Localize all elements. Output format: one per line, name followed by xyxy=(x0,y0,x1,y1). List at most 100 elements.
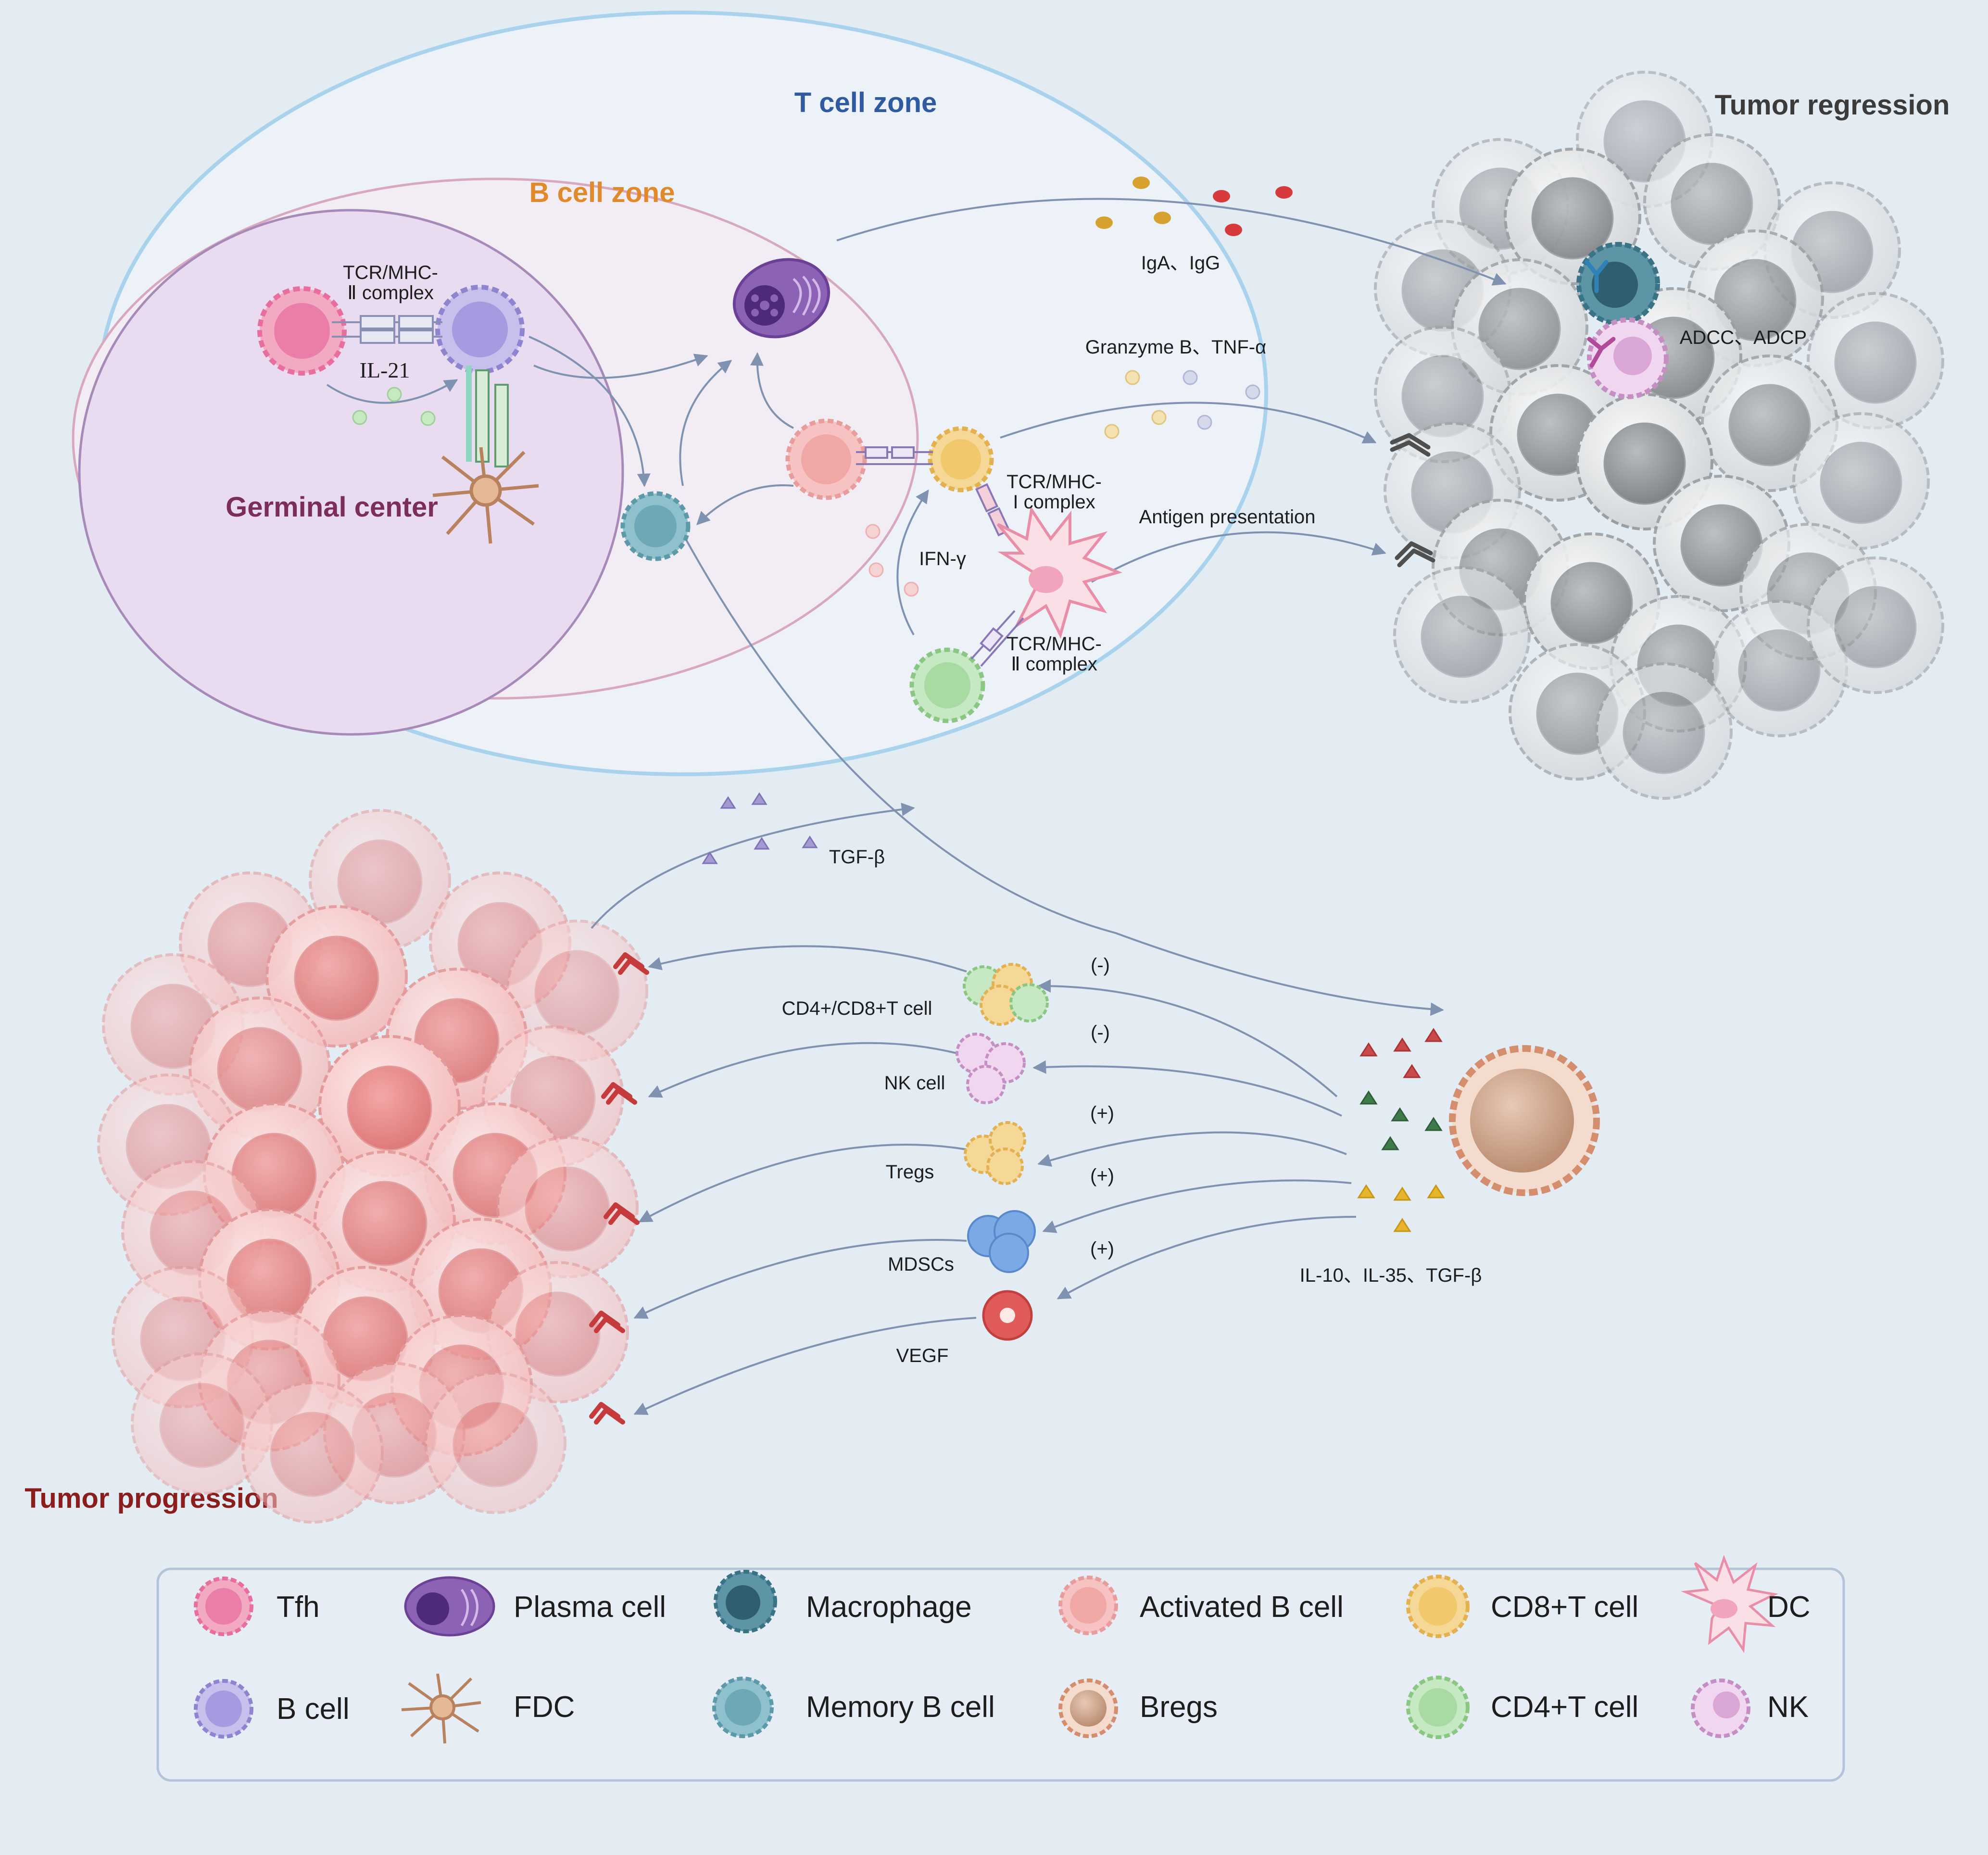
legend-icon-plasma xyxy=(404,1576,495,1637)
label-vegf: VEGF xyxy=(896,1345,949,1366)
cd8-t-cell xyxy=(928,426,994,492)
mdscs-cluster xyxy=(967,1210,1036,1273)
arrow-memory-to-plasma xyxy=(679,360,732,486)
legend-icon-cd8 xyxy=(1406,1575,1470,1638)
tfh-cell xyxy=(257,286,347,376)
cd4-t-cell xyxy=(909,647,985,723)
antibody-icons-progression xyxy=(589,952,649,1425)
progression-tumor-cell xyxy=(424,1372,566,1514)
label-tcr-mhc-ii-top-1: TCR/MHC- xyxy=(343,262,438,283)
label-nk-cell: NK cell xyxy=(884,1073,945,1094)
breg-cell xyxy=(1449,1045,1600,1196)
legend-icon-dc xyxy=(1681,1554,1778,1653)
macrophage-at-tumor xyxy=(1576,242,1660,326)
tumor-regression-cluster xyxy=(1374,71,1944,800)
legend-icon-bregs xyxy=(1058,1678,1118,1738)
legend-label-cd4: CD4+T cell xyxy=(1491,1691,1638,1724)
label-granzyme: Granzyme B、TNF-α xyxy=(1085,337,1266,358)
pathway-arrows xyxy=(326,198,1507,1415)
arrow-tumor-tgf xyxy=(591,803,915,929)
dc-cell xyxy=(996,506,1122,639)
label-il-cytokines: IL-10、IL-35、TGF-β xyxy=(1300,1265,1482,1286)
legend-label-tfh: Tfh xyxy=(277,1590,320,1624)
legend-label-nk: NK xyxy=(1767,1691,1809,1724)
legend-icon-b-cell xyxy=(194,1679,253,1739)
arrow-activated-to-memory xyxy=(696,484,794,525)
arrow-cd4-to-cd8 xyxy=(896,489,929,635)
arrow-breg-to-mdscs xyxy=(1042,1179,1352,1233)
tumor-progression-cluster xyxy=(97,809,648,1524)
regression-tumor-cell xyxy=(1643,133,1781,271)
label-cd4-cd8: CD4+/CD8+T cell xyxy=(782,998,932,1019)
legend-label-bregs: Bregs xyxy=(1140,1691,1218,1724)
germinal-center-title: Germinal center xyxy=(226,492,438,523)
tcr-mhc-ii-complex-bottom xyxy=(970,610,1024,667)
label-iga-igg: IgA、IgG xyxy=(1141,252,1220,274)
arrow-cd4cd8-to-tumor xyxy=(648,945,967,972)
tumor-regression-title: Tumor regression xyxy=(1715,89,1950,121)
ifn-gamma-dots xyxy=(865,524,919,597)
regression-tumor-cell xyxy=(1807,292,1944,429)
legend-icon-cd4 xyxy=(1406,1676,1470,1739)
breg-cytokines xyxy=(1357,1028,1445,1232)
label-sign-2: (-) xyxy=(1091,1022,1110,1043)
arrow-bcell-to-memory xyxy=(528,336,651,487)
arrow-breg-to-vegf xyxy=(1057,1216,1357,1300)
antibody-icons-regression xyxy=(1390,260,1616,568)
label-ifn: IFN-γ xyxy=(919,548,966,569)
diagram-labels: TCR/MHC- Ⅱ complex IL-21 IgA、IgG Granzym… xyxy=(343,252,1807,1366)
granzyme-dots xyxy=(1104,370,1260,439)
arrow-tfh-to-bcell xyxy=(326,379,458,404)
legend-label-b-cell: B cell xyxy=(277,1692,350,1726)
label-sign-3: (+) xyxy=(1090,1103,1114,1124)
progression-tumor-cell xyxy=(241,1381,384,1524)
label-sign-5: (+) xyxy=(1090,1238,1114,1260)
regression-tumor-cell xyxy=(1792,412,1930,550)
legend-label-plasma: Plasma cell xyxy=(514,1590,666,1624)
legend-label-cd8: CD8+T cell xyxy=(1491,1590,1638,1624)
cd4-cd8-cluster xyxy=(963,963,1049,1026)
nk-cluster xyxy=(956,1033,1026,1104)
plasma-cell xyxy=(732,258,830,339)
activated-b-cell xyxy=(785,418,867,500)
legend-icon-memory-b xyxy=(712,1677,774,1738)
label-tcr-mhc-ii-top-2: Ⅱ complex xyxy=(347,282,434,303)
legend-label-activated-b: Activated B cell xyxy=(1140,1590,1344,1624)
progression-tumor-cell xyxy=(506,920,648,1062)
legend-icon-activated-b xyxy=(1058,1576,1118,1635)
label-antigen-presentation: Antigen presentation xyxy=(1139,506,1316,528)
arrow-breg-to-cd4cd8 xyxy=(1037,979,1338,1098)
label-sign-1: (-) xyxy=(1091,955,1110,976)
regression-tumor-cell xyxy=(1393,566,1531,704)
il21-dots xyxy=(352,387,436,426)
label-tcr-mhc-i-1: TCR/MHC- xyxy=(1007,471,1102,492)
arrow-memory-to-breg xyxy=(682,533,1444,1016)
legend-label-fdc: FDC xyxy=(514,1691,575,1724)
arrow-tregs-to-tumor xyxy=(638,1144,967,1223)
label-tcr-mhc-i-2: I complex xyxy=(1013,492,1095,513)
regression-tumor-cell xyxy=(1807,556,1944,694)
label-tcr-mhc-ii-bottom-2: Ⅱ complex xyxy=(1011,654,1097,675)
b-cell xyxy=(435,285,525,374)
label-tcr-mhc-ii-bottom-1: TCR/MHC- xyxy=(1007,633,1102,655)
label-sign-4: (+) xyxy=(1090,1165,1114,1186)
regression-tumor-cell xyxy=(1711,600,1848,737)
tgf-beta-particles xyxy=(702,792,818,864)
legend-icon-nk xyxy=(1691,1678,1750,1738)
vegf-icon xyxy=(982,1290,1033,1341)
arrow-activated-to-plasma xyxy=(750,352,794,429)
progression-tumor-cell xyxy=(265,905,408,1047)
regression-tumor-cell xyxy=(1595,662,1733,800)
t-cell-zone-title: T cell zone xyxy=(794,87,937,118)
legend-icon-tfh xyxy=(194,1577,253,1636)
arrow-breg-to-tregs xyxy=(1037,1131,1347,1167)
nk-at-tumor xyxy=(1587,317,1669,399)
arrow-breg-to-nk xyxy=(1032,1060,1342,1117)
label-mdscs: MDSCs xyxy=(888,1254,954,1275)
legend-icon-macrophage xyxy=(714,1570,777,1633)
label-adcc: ADCC、ADCP xyxy=(1680,327,1807,348)
arrow-cd8-to-tumor xyxy=(1000,402,1377,443)
label-tregs: Tregs xyxy=(886,1161,934,1183)
fdc-cell xyxy=(432,447,539,544)
arrow-nk-to-tumor xyxy=(648,1042,957,1098)
